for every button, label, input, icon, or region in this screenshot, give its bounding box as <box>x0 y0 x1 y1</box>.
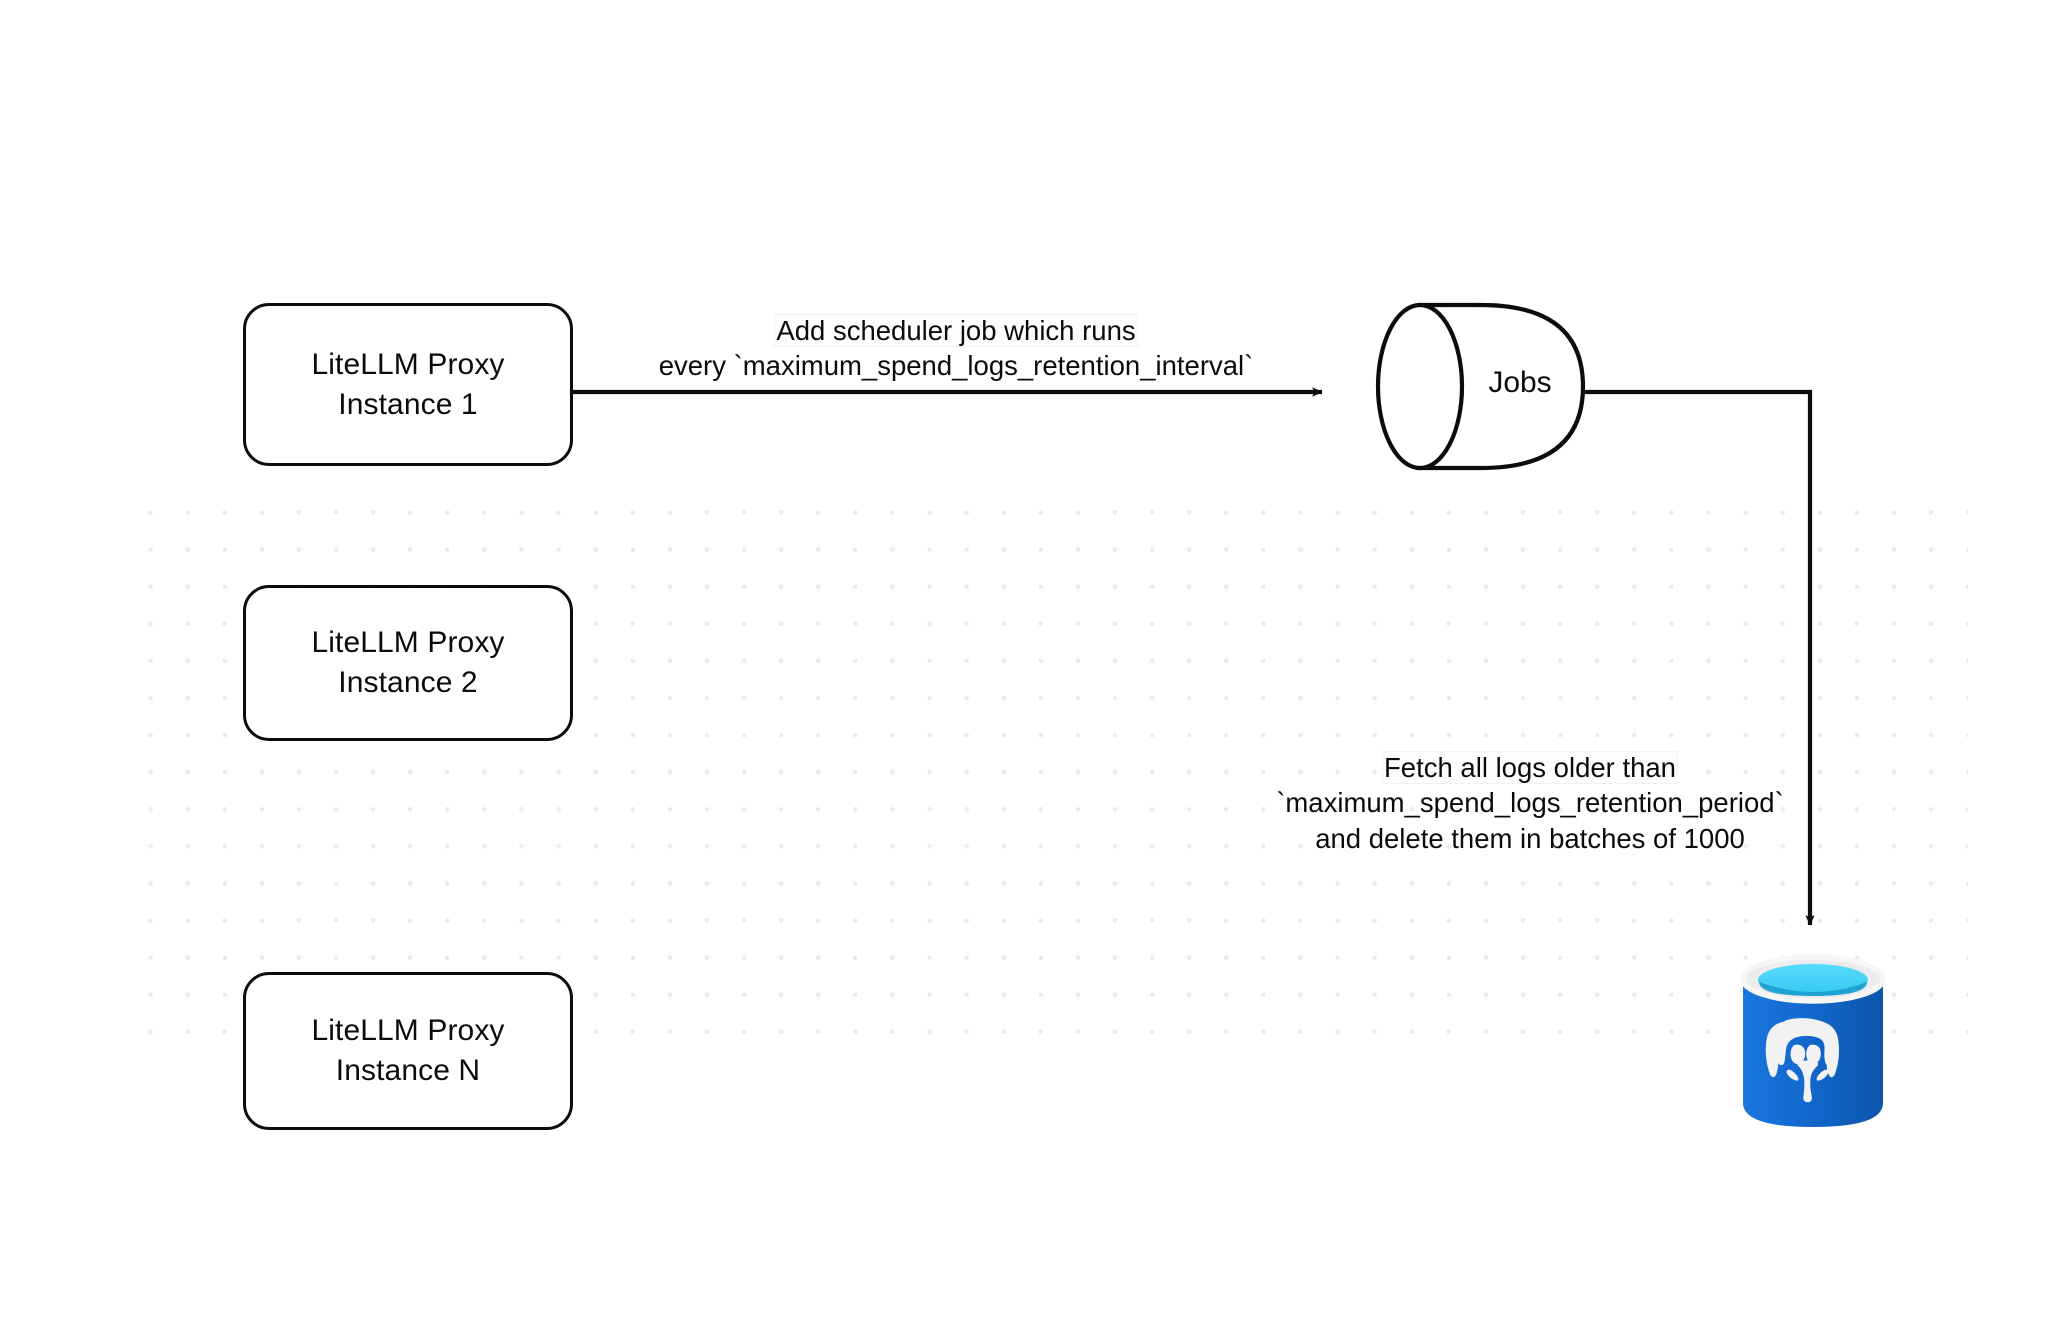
edge-label-fetch-delete: Fetch all logs older than `maximum_spend… <box>1240 750 1820 856</box>
node-label-line2: Instance N <box>335 1054 481 1087</box>
edge-label-line1: Fetch all logs older than <box>1383 752 1677 783</box>
postgresql-database-icon <box>1740 954 1886 1127</box>
node-jobs-label: Jobs <box>1488 366 1552 399</box>
edge-label-line2: every `maximum_spend_logs_retention_inte… <box>658 350 1254 382</box>
node-label-line2: Instance 1 <box>338 387 478 421</box>
jobs-cylinder-shape <box>1375 302 1586 471</box>
edge-label-line2: `maximum_spend_logs_retention_period` <box>1276 787 1784 819</box>
node-label-line1: LiteLLM Proxy <box>311 626 505 660</box>
edge-label-scheduler: Add scheduler job which runs every `maxi… <box>606 313 1306 384</box>
node-label-line2: Instance 2 <box>338 666 478 699</box>
connector-jobs-to-postgres <box>1583 389 1815 926</box>
node-litellm-proxy-instance-1[interactable]: LiteLLM Proxy Instance 1 <box>243 303 573 466</box>
node-label-line1: LiteLLM Proxy <box>311 1014 505 1048</box>
node-litellm-proxy-instance-2[interactable]: LiteLLM Proxy Instance 2 <box>243 585 573 741</box>
edge-label-line1: Add scheduler job which runs <box>775 315 1137 346</box>
edge-label-line3: and delete them in batches of 1000 <box>1315 822 1745 854</box>
node-label-line1: LiteLLM Proxy <box>311 347 505 381</box>
node-litellm-proxy-instance-n[interactable]: LiteLLM Proxy Instance N <box>243 972 573 1130</box>
